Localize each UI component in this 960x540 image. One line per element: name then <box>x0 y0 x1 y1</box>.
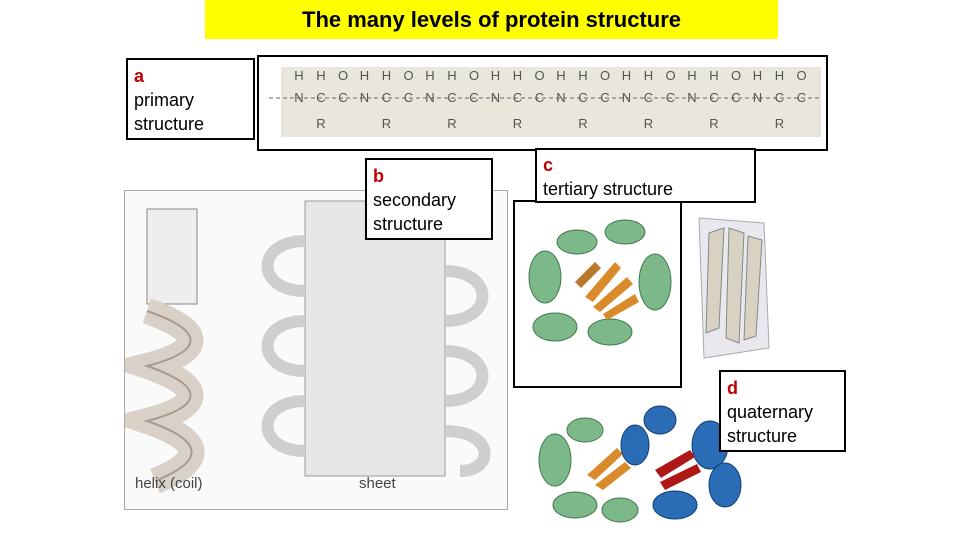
atom-o: O <box>534 68 544 83</box>
atom-o: O <box>403 68 413 83</box>
label-primary-line1: primary <box>134 90 195 110</box>
atom-h: H <box>382 68 391 83</box>
atom-c: C <box>709 90 718 105</box>
atom-n: N <box>491 90 500 105</box>
label-quaternary-line1: quaternary <box>727 402 814 422</box>
beta-barrel-illustration <box>698 217 770 359</box>
atom-n: N <box>425 90 434 105</box>
label-tertiary-line1: tertiary structure <box>543 179 674 199</box>
atom-c: C <box>513 90 522 105</box>
atom-h: H <box>360 68 369 83</box>
helix-coil <box>125 298 205 494</box>
atom-c: C <box>731 90 740 105</box>
page-title: The many levels of protein structure <box>302 6 681 32</box>
label-primary: a primary structure <box>126 58 255 140</box>
sheet-caption: sheet <box>359 475 396 492</box>
sheet-turn-5 <box>444 345 489 407</box>
label-letter-b: b <box>373 166 384 186</box>
label-secondary-line2: structure <box>373 214 444 234</box>
title-banner: The many levels of protein structure <box>205 0 778 39</box>
tertiary-helices <box>528 219 672 346</box>
atom-n: N <box>360 90 369 105</box>
atom-n: N <box>556 90 565 105</box>
atom-n: N <box>687 90 696 105</box>
atom-c: C <box>775 90 784 105</box>
atom-n: N <box>294 90 303 105</box>
atom-c: C <box>404 90 413 105</box>
side-chain-r: R <box>513 116 522 131</box>
helix-caption: helix (coil) <box>135 475 203 492</box>
label-quaternary-line2: structure <box>727 426 798 446</box>
side-chain-r: R <box>644 116 653 131</box>
side-chain-r: R <box>578 116 587 131</box>
atom-h: H <box>513 68 522 83</box>
atom-h: H <box>644 68 653 83</box>
atom-c: C <box>382 90 391 105</box>
quaternary-structure-model <box>538 405 742 523</box>
sheet-turn-1 <box>261 235 306 297</box>
atom-c: C <box>535 90 544 105</box>
atom-h: H <box>709 68 718 83</box>
side-chain-r: R <box>447 116 456 131</box>
atom-h: H <box>775 68 784 83</box>
helix-ribbon <box>125 208 205 494</box>
side-chain-r: R <box>316 116 325 131</box>
tertiary-structure-model <box>528 219 672 346</box>
label-letter-c: c <box>543 155 554 175</box>
sheet-turn-2 <box>261 315 306 377</box>
atom-o: O <box>665 68 675 83</box>
side-chain-r: R <box>382 116 391 131</box>
atom-h: H <box>447 68 456 83</box>
atom-o: O <box>469 68 479 83</box>
atom-h: H <box>687 68 696 83</box>
side-chain-r: R <box>709 116 718 131</box>
label-letter-a: a <box>134 66 145 86</box>
atom-h: H <box>425 68 434 83</box>
atom-c: C <box>447 90 456 105</box>
beta-sheet <box>261 200 491 477</box>
tertiary-structure-panel <box>513 200 682 388</box>
atom-h: H <box>622 68 631 83</box>
atom-c: C <box>644 90 653 105</box>
atom-c: C <box>338 90 347 105</box>
atom-o: O <box>796 68 806 83</box>
atom-h: H <box>294 68 303 83</box>
atom-n: N <box>753 90 762 105</box>
atom-c: C <box>600 90 609 105</box>
quaternary-subunit-green <box>538 417 639 523</box>
chain-background <box>281 67 821 137</box>
secondary-structure-illustration <box>125 200 491 494</box>
atom-c: C <box>578 90 587 105</box>
quaternary-subunit-blue <box>620 405 742 520</box>
atom-o: O <box>600 68 610 83</box>
tertiary-strands <box>575 262 639 320</box>
label-quaternary: d quaternary structure <box>719 370 846 452</box>
side-chain-r: R <box>775 116 784 131</box>
sheet-turn-6 <box>444 425 491 477</box>
atom-o: O <box>731 68 741 83</box>
atom-c: C <box>666 90 675 105</box>
sheet-turn-3 <box>261 395 306 457</box>
label-secondary-line1: secondary <box>373 190 457 210</box>
sheet-turn-4 <box>444 265 489 327</box>
atom-o: O <box>338 68 348 83</box>
atom-h: H <box>578 68 587 83</box>
label-primary-line2: structure <box>134 114 205 134</box>
atom-c: C <box>797 90 806 105</box>
atom-h: H <box>753 68 762 83</box>
atom-n: N <box>622 90 631 105</box>
label-tertiary: c tertiary structure <box>535 148 756 203</box>
atom-h: H <box>316 68 325 83</box>
atom-c: C <box>316 90 325 105</box>
secondary-structure-panel: helix (coil) sheet <box>124 190 508 510</box>
atom-h: H <box>556 68 565 83</box>
label-letter-d: d <box>727 378 738 398</box>
atom-c: C <box>469 90 478 105</box>
label-secondary: b secondary structure <box>365 158 493 240</box>
helix-edge <box>143 310 193 482</box>
atom-h: H <box>491 68 500 83</box>
